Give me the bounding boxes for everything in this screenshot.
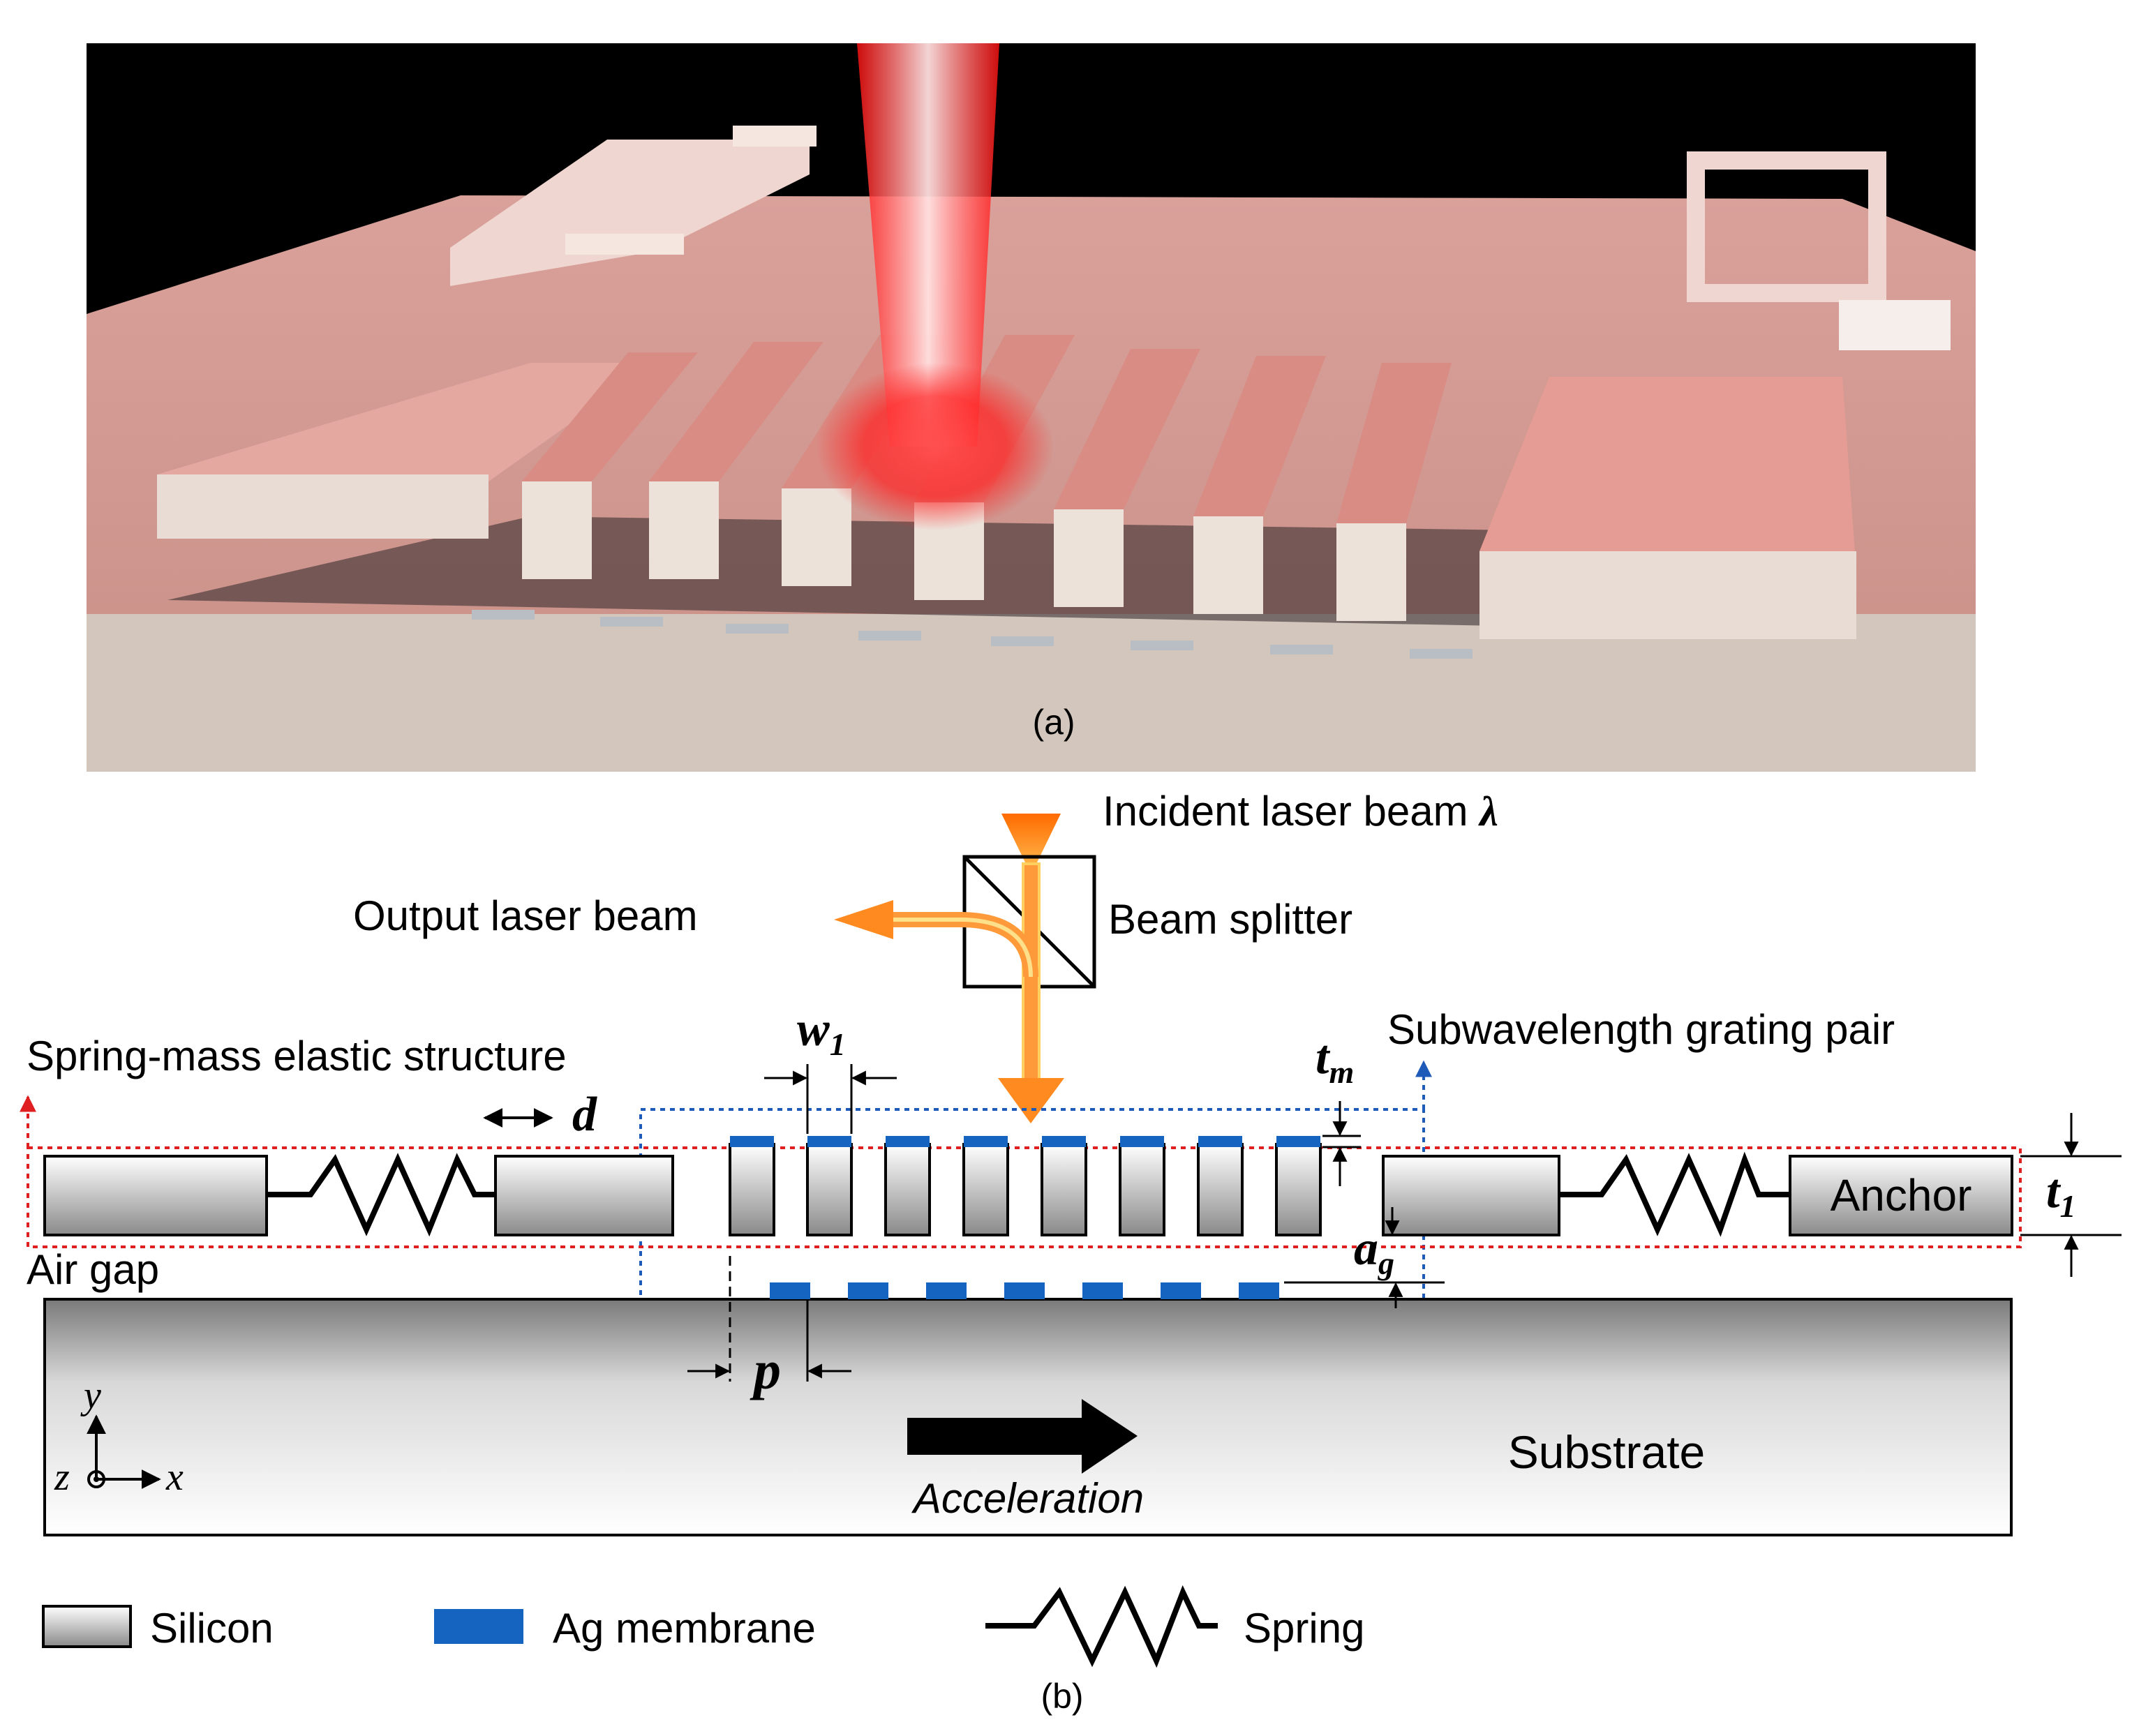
laser-down-arrowhead	[998, 1078, 1064, 1123]
substrate-front	[87, 614, 1976, 772]
output-beam-label: Output laser beam	[353, 892, 698, 939]
legend-spring-label: Spring	[1244, 1605, 1364, 1652]
svg-text:ag: ag	[1354, 1222, 1394, 1281]
right-mass-top	[1479, 377, 1856, 572]
dimension-d: d	[483, 1088, 597, 1142]
acceleration-label: Acceleration	[911, 1475, 1144, 1522]
air-gap-label: Air gap	[27, 1246, 159, 1293]
coordinate-axes: y x z	[54, 1374, 184, 1499]
acceleration-arrow	[907, 1399, 1138, 1474]
dimension-ag: ag	[1284, 1207, 1445, 1308]
left-mass-front	[157, 474, 489, 539]
beam-splitter-label: Beam splitter	[1108, 896, 1352, 943]
dimension-tm: tm	[1315, 1031, 1361, 1186]
spring-mass-outline	[27, 1146, 2022, 1248]
panel-b-label: (b)	[1041, 1677, 1083, 1716]
dimension-t1: t1	[2020, 1113, 2122, 1277]
laser-spot	[817, 363, 1054, 530]
left-spring	[267, 1153, 495, 1237]
output-laser-path	[886, 912, 1038, 978]
spring-mass-label: Spring-mass elastic structure	[27, 1033, 567, 1079]
bottom-ag-membranes	[770, 1282, 1279, 1299]
svg-text:d: d	[572, 1088, 597, 1142]
substrate-label: Substrate	[1508, 1426, 1706, 1478]
svg-text:w1: w1	[797, 1003, 846, 1062]
top-ag-membranes	[730, 1136, 1320, 1147]
dimension-w1: w1	[764, 1003, 897, 1134]
legend-spring-icon	[985, 1585, 1218, 1668]
svg-text:y: y	[80, 1374, 101, 1417]
svg-text:p: p	[750, 1340, 781, 1400]
grating-pair-label: Subwavelength grating pair	[1387, 1006, 1895, 1053]
grating-fingers-2d	[729, 1143, 1322, 1236]
bottom-grating-strips	[472, 610, 1473, 659]
legend-ag-label: Ag membrane	[553, 1605, 816, 1652]
panel-a-rendering: (a)	[87, 43, 1976, 772]
panel-a-label: (a)	[1032, 703, 1075, 742]
right-spring-structure	[1687, 151, 1951, 350]
right-spring	[1559, 1151, 1790, 1237]
output-laser-arrowhead	[834, 900, 893, 939]
incident-laser-beam	[1001, 814, 1061, 864]
proof-mass-block	[494, 1155, 674, 1236]
substrate	[43, 1298, 2013, 1536]
left-mass-block	[43, 1155, 268, 1236]
svg-text:t1: t1	[2046, 1165, 2075, 1224]
laser-beam-3d	[857, 43, 999, 447]
svg-text:tm: tm	[1315, 1031, 1354, 1090]
incident-beam-label: Incident laser beam λ	[1103, 788, 1498, 835]
left-mass-top	[157, 363, 656, 481]
anchor-label: Anchor	[1831, 1170, 1972, 1220]
anchor-block	[1789, 1155, 2013, 1236]
panel-b-schematic: Incident laser beam λ Beam splitter Outp…	[20, 788, 2122, 1716]
svg-text:z: z	[54, 1456, 70, 1499]
legend-ag-swatch	[434, 1609, 523, 1644]
legend-silicon-swatch	[42, 1605, 132, 1648]
legend-silicon-label: Silicon	[150, 1605, 274, 1652]
svg-text:x: x	[165, 1456, 184, 1499]
right-mass-front	[1479, 551, 1856, 639]
dimension-p: p	[687, 1256, 851, 1400]
legend: Silicon Ag membrane Spring	[42, 1585, 1364, 1668]
right-mass-block	[1382, 1155, 1560, 1236]
left-spring-structure	[450, 126, 817, 286]
